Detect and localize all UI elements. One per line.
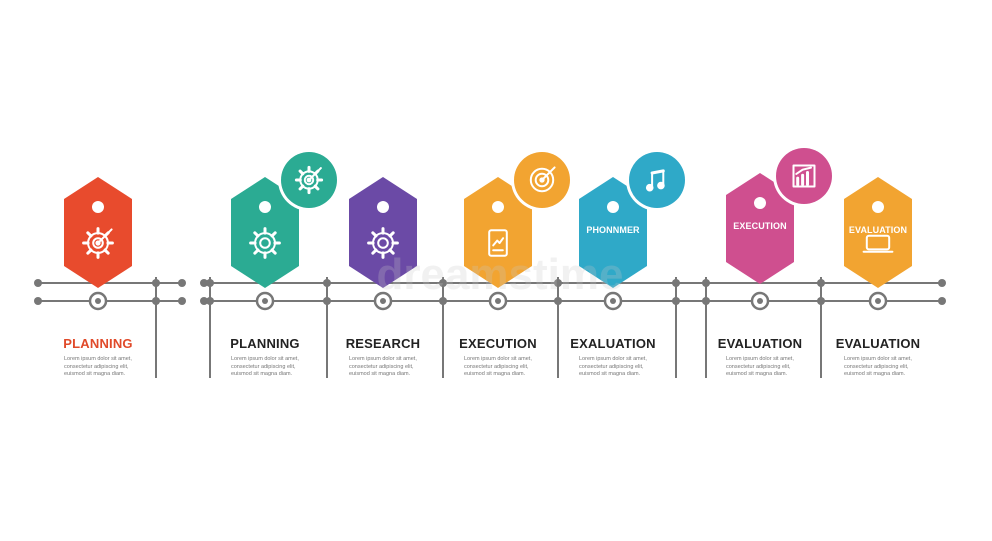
step-description: Lorem ipsum dolor sit amet,consectetur a… (64, 356, 164, 379)
description-line: euismod sit magna diam. (844, 371, 906, 377)
step-tag (579, 177, 647, 288)
divider-dot (554, 279, 562, 287)
divider-dot (206, 297, 214, 305)
gear-target-icon (82, 227, 114, 259)
step-description: Lorem ipsum dolor sit amet,consectetur a… (349, 356, 449, 379)
step-6 (726, 145, 835, 311)
tag-text: PHONNMER (586, 225, 640, 235)
description-line: Lorem ipsum dolor sit amet, (579, 356, 647, 362)
step-5 (579, 149, 688, 311)
target-icon (529, 166, 556, 193)
timeline-node-center (495, 298, 501, 304)
description-line: consectetur adipiscing elit, (726, 363, 791, 370)
timeline-node-center (875, 298, 881, 304)
description-line: consectetur adipiscing elit, (464, 363, 529, 370)
step-tag (726, 173, 794, 284)
description-line: Lorem ipsum dolor sit amet, (64, 356, 132, 362)
divider-dot (323, 297, 331, 305)
step-label: EVALUATION (835, 336, 921, 351)
divider-dot (152, 279, 160, 287)
description-line: euismod sit magna diam. (464, 371, 526, 377)
tag-text: EXECUTION (733, 221, 787, 231)
step-tag (844, 177, 912, 288)
description-line: Lorem ipsum dolor sit amet, (349, 356, 417, 362)
bar-chart-icon (792, 164, 816, 188)
tag-text: EVALUATION (848, 225, 908, 235)
description-line: Lorem ipsum dolor sit amet, (231, 356, 299, 362)
timeline-end-dot (178, 279, 186, 287)
gear-target-icon (294, 165, 324, 195)
step-label: EXECUTION (459, 336, 537, 351)
timeline-end-dot (178, 297, 186, 305)
music-note-icon (645, 169, 665, 192)
timeline-node-center (262, 298, 268, 304)
timeline-end-dot (200, 279, 208, 287)
description-line: euismod sit magna diam. (726, 371, 788, 377)
divider-dot (672, 297, 680, 305)
description-line: consectetur adipiscing elit, (231, 363, 296, 370)
timeline-end-dot (34, 297, 42, 305)
description-line: euismod sit magna diam. (579, 371, 641, 377)
step-3 (349, 177, 417, 311)
timeline-end-dot (938, 279, 946, 287)
tag-hole (92, 201, 104, 213)
description-line: consectetur adipiscing elit, (579, 363, 644, 370)
description-line: Lorem ipsum dolor sit amet, (844, 356, 912, 362)
divider-dot (702, 297, 710, 305)
timeline-end-dot (200, 297, 208, 305)
step-description: Lorem ipsum dolor sit amet,consectetur a… (726, 356, 826, 379)
step-4 (464, 149, 573, 311)
step-description: Lorem ipsum dolor sit amet,consectetur a… (579, 356, 679, 379)
timeline-node-center (380, 298, 386, 304)
gear-icon (367, 227, 399, 259)
step-label: EVALUATION (717, 336, 803, 351)
divider-dot (323, 279, 331, 287)
step-label: PLANNING (230, 336, 300, 351)
divider-dot (702, 279, 710, 287)
description-line: euismod sit magna diam. (349, 371, 411, 377)
description-line: Lorem ipsum dolor sit amet, (464, 356, 532, 362)
timeline-end-dot (34, 279, 42, 287)
step-1 (64, 177, 132, 311)
step-description: Lorem ipsum dolor sit amet,consectetur a… (844, 356, 944, 379)
description-line: consectetur adipiscing elit, (349, 363, 414, 370)
tag-hole (607, 201, 619, 213)
step-description: Lorem ipsum dolor sit amet,consectetur a… (464, 356, 564, 379)
description-line: euismod sit magna diam. (64, 371, 126, 377)
description-line: consectetur adipiscing elit, (64, 363, 129, 370)
step-description: Lorem ipsum dolor sit amet,consectetur a… (231, 356, 331, 379)
timeline-node-center (610, 298, 616, 304)
tag-hole (872, 201, 884, 213)
timeline-node-center (757, 298, 763, 304)
step-2 (231, 149, 340, 311)
tag-hole (492, 201, 504, 213)
tag-hole (754, 197, 766, 209)
step-label: RESEARCH (345, 336, 421, 351)
divider-dot (439, 297, 447, 305)
laptop-icon (862, 234, 894, 253)
divider-dot (672, 279, 680, 287)
divider-dot (439, 279, 447, 287)
timeline-node-center (95, 298, 101, 304)
document-chart-icon (488, 229, 508, 257)
description-line: euismod sit magna diam. (231, 371, 293, 377)
divider-dot (152, 297, 160, 305)
divider-dot (554, 297, 562, 305)
step-label: EXALUATION (570, 336, 656, 351)
divider-dot (817, 279, 825, 287)
tag-hole (377, 201, 389, 213)
step-7 (844, 177, 912, 311)
gear-icon (249, 227, 281, 259)
divider-dot (206, 279, 214, 287)
badge-circle (629, 152, 685, 208)
divider-dot (817, 297, 825, 305)
description-line: Lorem ipsum dolor sit amet, (726, 356, 794, 362)
timeline-end-dot (938, 297, 946, 305)
description-line: consectetur adipiscing elit, (844, 363, 909, 370)
tag-hole (259, 201, 271, 213)
step-tag (464, 177, 532, 288)
step-label: PLANNING (63, 336, 133, 351)
